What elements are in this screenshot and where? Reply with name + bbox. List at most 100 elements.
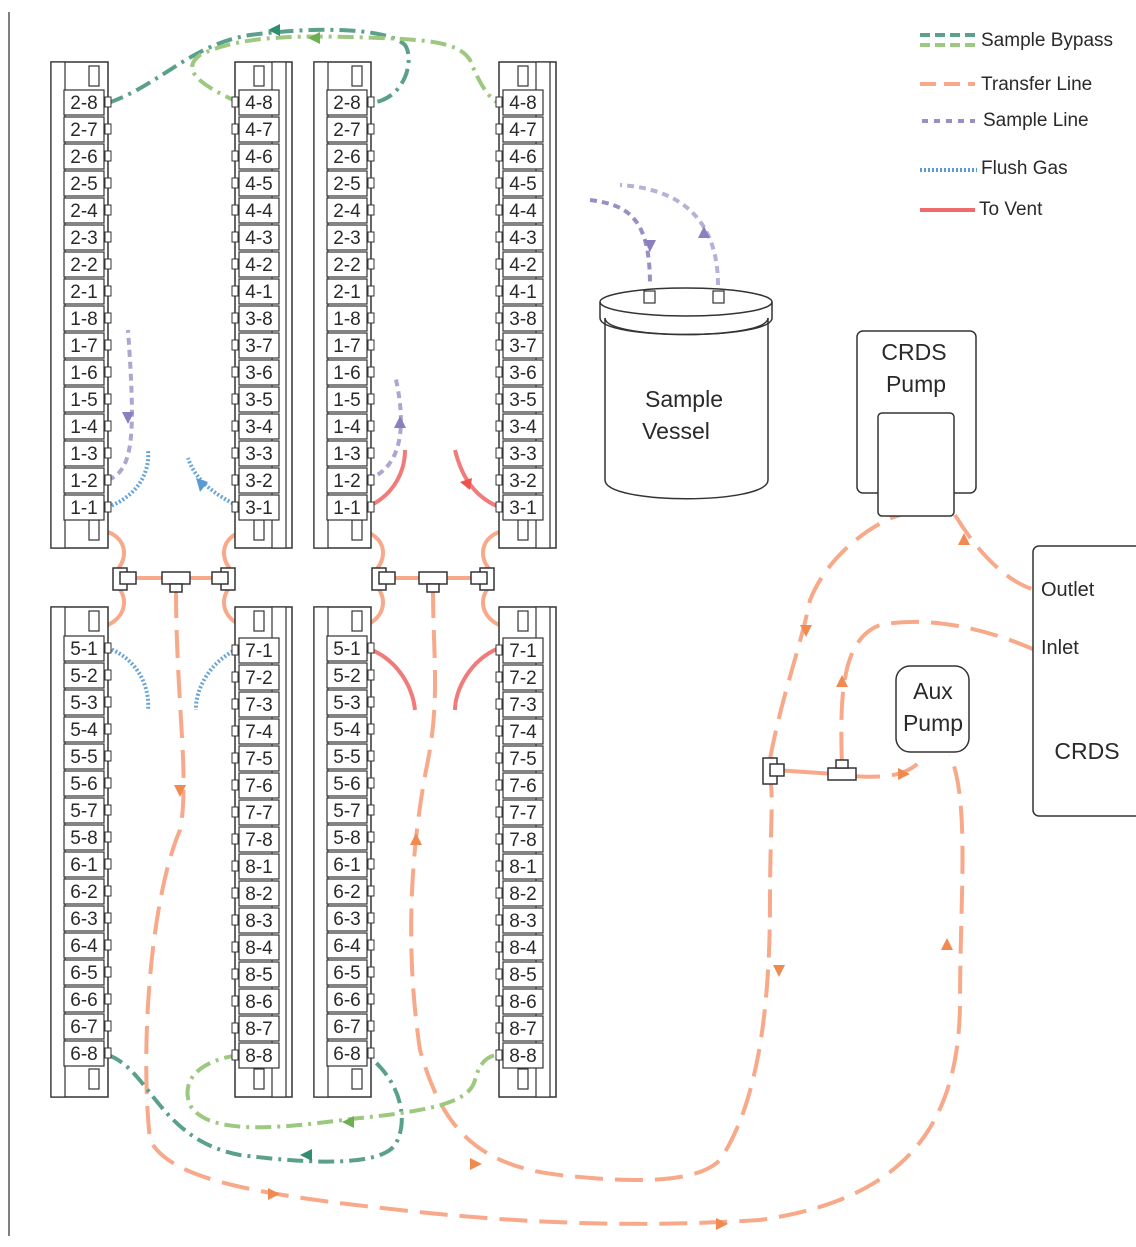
port-label: 1-6 [333,363,360,384]
vessel-label-2: Vessel [642,418,710,444]
port-top-left-outer-1-5: 1-5 [63,386,112,413]
port-label: 8-8 [509,1046,536,1067]
port-label: 6-4 [70,936,98,957]
port-bot-right-inner-6-3: 6-3 [326,905,375,932]
port-label: 1-3 [333,444,360,465]
port-top-right-outer-3-1: 3-1 [495,494,544,521]
port-label: 6-8 [70,1044,97,1065]
port-bot-right-inner-5-6: 5-6 [326,770,375,797]
port-label: 2-3 [70,228,97,249]
port-top-right-outer-4-1: 4-1 [495,278,544,305]
port-label: 7-2 [509,668,536,689]
port-label: 8-6 [245,992,272,1013]
port-bot-left-outer-6-1: 6-1 [63,851,112,878]
legend-label-transfer-line: Transfer Line [981,74,1092,95]
port-label: 6-1 [333,855,360,876]
port-top-right-inner-2-7: 2-7 [326,116,375,143]
port-top-left-inner-3-3: 3-3 [231,440,280,467]
port-label: 5-2 [333,666,360,687]
legend-label-sample-bypass: Sample Bypass [981,30,1113,51]
port-bot-right-outer-7-4: 7-4 [495,718,544,745]
port-bot-left-outer-6-8: 6-8 [63,1040,112,1067]
port-label: 2-7 [70,120,97,141]
port-top-left-outer-1-4: 1-4 [63,413,112,440]
port-top-right-outer-4-4: 4-4 [495,197,544,224]
port-top-right-outer-4-2: 4-2 [495,251,544,278]
port-label: 8-8 [245,1046,272,1067]
port-top-right-outer-3-8: 3-8 [495,305,544,332]
port-label: 4-4 [245,201,273,222]
port-bot-left-inner-8-6: 8-6 [231,988,280,1015]
sample-vessel: Sample Vessel [599,287,773,500]
port-label: 5-2 [70,666,97,687]
port-label: 8-4 [509,938,537,959]
port-top-right-outer-3-3: 3-3 [495,440,544,467]
port-label: 2-7 [333,120,360,141]
port-label: 3-7 [509,336,536,357]
port-top-right-inner-1-7: 1-7 [326,332,375,359]
flow-arrows [174,533,970,1230]
port-label: 7-2 [245,668,272,689]
port-bot-right-outer-8-4: 8-4 [495,934,544,961]
port-bot-left-inner-8-2: 8-2 [231,880,280,907]
port-top-right-outer-3-4: 3-4 [495,413,544,440]
port-bot-right-inner-6-4: 6-4 [326,932,375,959]
port-top-left-inner-3-6: 3-6 [231,359,280,386]
port-top-left-inner-4-1: 4-1 [231,278,280,305]
port-bot-right-inner-6-7: 6-7 [326,1013,375,1040]
port-label: 5-4 [333,720,361,741]
port-label: 3-7 [245,336,272,357]
port-label: 7-7 [509,803,536,824]
sample-lines [107,183,720,482]
legend-item-sample-line: Sample Line [922,110,1089,131]
port-bot-right-inner-5-2: 5-2 [326,662,375,689]
port-label: 1-2 [333,471,360,492]
port-label: 3-1 [245,498,272,519]
port-label: 2-5 [333,174,360,195]
port-label: 8-1 [245,857,272,878]
port-top-right-inner-1-6: 1-6 [326,359,375,386]
port-label: 6-2 [70,882,97,903]
port-label: 7-6 [509,776,536,797]
port-top-right-inner-2-6: 2-6 [326,143,375,170]
port-label: 6-6 [333,990,360,1011]
flush-gas-lines [107,449,241,711]
legend: Sample Bypass Transfer Line Sample Line … [920,30,1113,220]
port-label: 5-8 [333,828,360,849]
port-label: 6-8 [333,1044,360,1065]
legend-item-sample-bypass: Sample Bypass [920,30,1113,51]
port-label: 7-8 [509,830,536,851]
port-label: 5-5 [70,747,97,768]
port-bot-right-outer-8-7: 8-7 [495,1015,544,1042]
port-bot-right-inner-6-1: 6-1 [326,851,375,878]
port-label: 4-1 [245,282,272,303]
crds-analyzer: Outlet Inlet CRDS [1032,545,1136,817]
port-label: 4-7 [509,120,536,141]
port-label: 5-1 [333,639,360,660]
port-top-right-inner-1-1: 1-1 [326,494,375,521]
port-label: 2-2 [70,255,97,276]
port-label: 6-7 [70,1017,97,1038]
port-bot-left-inner-8-5: 8-5 [231,961,280,988]
port-bot-left-inner-7-4: 7-4 [231,718,280,745]
vessel-port-in [643,290,656,304]
manifold-top-right-inner: 2-82-72-62-52-42-32-22-11-81-71-61-51-41… [313,61,375,549]
port-label: 3-8 [509,309,536,330]
aux-pump-label-1: Aux [913,678,953,704]
vessel-label-1: Sample [645,386,723,412]
port-label: 7-1 [245,641,272,662]
port-label: 6-2 [333,882,360,903]
port-label: 3-6 [509,363,536,384]
port-label: 7-3 [245,695,272,716]
port-label: 5-1 [70,639,97,660]
port-bot-right-inner-6-5: 6-5 [326,959,375,986]
port-bot-left-outer-6-6: 6-6 [63,986,112,1013]
port-bot-right-outer-7-7: 7-7 [495,799,544,826]
port-top-left-outer-2-6: 2-6 [63,143,112,170]
port-label: 7-4 [509,722,537,743]
port-bot-left-inner-8-1: 8-1 [231,853,280,880]
port-top-left-outer-2-3: 2-3 [63,224,112,251]
port-top-right-inner-1-2: 1-2 [326,467,375,494]
port-top-left-inner-4-4: 4-4 [231,197,280,224]
port-label: 4-1 [509,282,536,303]
